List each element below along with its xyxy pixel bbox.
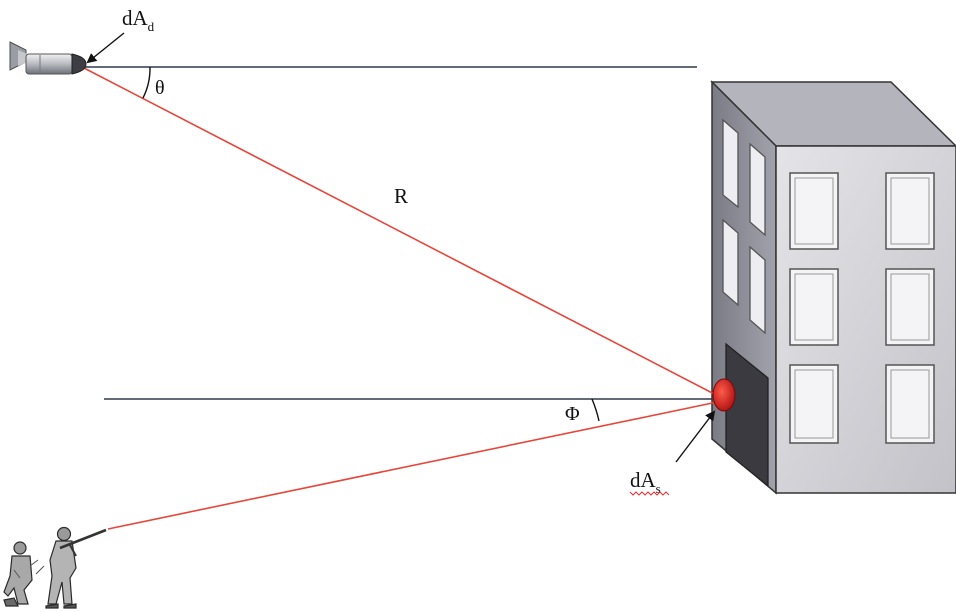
side-window: [722, 218, 739, 307]
range-label: R: [394, 184, 408, 208]
soldiers-icon: [3, 526, 107, 609]
phi-label: Φ: [565, 403, 580, 425]
phi-arc: [591, 398, 600, 422]
theta-arc: [142, 66, 151, 99]
side-window: [722, 118, 739, 209]
front-window: [885, 172, 935, 250]
front-window: [789, 268, 839, 346]
side-window: [749, 142, 766, 237]
irradiated-spot: [712, 378, 736, 412]
shooter-ray: [107, 400, 723, 530]
surface-area-arrow: [675, 410, 716, 463]
building-icon: [710, 80, 956, 495]
range-ray: [83, 67, 723, 399]
detector-area-arrow: [86, 32, 125, 64]
spellcheck-underline: [629, 491, 670, 496]
front-window: [885, 268, 935, 346]
side-window: [749, 245, 766, 335]
detector-area-label: dAd: [122, 6, 155, 34]
front-window: [885, 364, 935, 444]
front-windows: [789, 172, 935, 444]
theta-label: θ: [155, 77, 165, 99]
building-door: [725, 342, 769, 488]
surface-area-label: dAs: [630, 468, 661, 496]
front-window: [789, 172, 839, 250]
front-window: [789, 364, 839, 444]
missile-icon: [9, 41, 87, 75]
